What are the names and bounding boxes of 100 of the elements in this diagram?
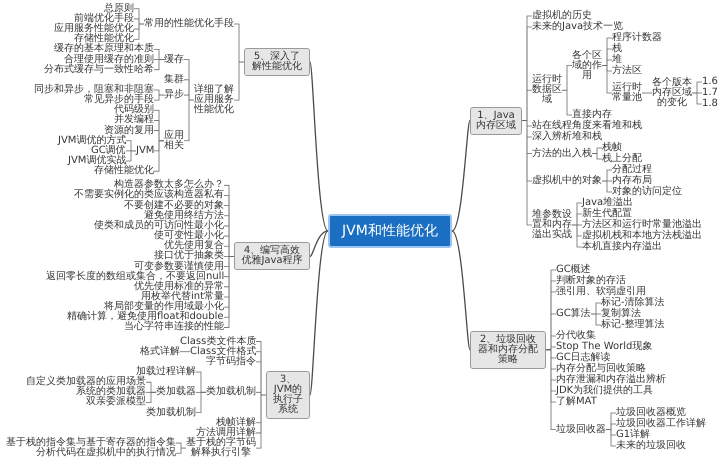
subtopic-label: GC算法 <box>556 309 591 319</box>
subtopic-label: 并发编程 <box>114 115 154 126</box>
subtopic-label: JVM调优的方式 <box>58 136 126 146</box>
subtopic-label: 各个版本内存区域的变化 <box>652 78 692 108</box>
connector-line <box>146 392 156 403</box>
branch-topic-box: 1、Java内存区域 <box>470 106 522 134</box>
branch-topic-box: 2、垃圾回收器和内存分配策略 <box>470 330 546 369</box>
subtopic-label: 虚拟机栈和本地方法栈溢出 <box>582 231 702 241</box>
subtopic-label: 栈上分配 <box>602 154 642 164</box>
subtopic-label: 堆参数设置和内存溢出实战 <box>532 210 572 240</box>
branch-connector <box>309 62 329 232</box>
subtopic-label: 强引用、软弱虚引用 <box>556 287 646 297</box>
subtopic-label: 虚拟机的历史 <box>532 11 592 21</box>
subtopic-label: 用枚举代替int常量 <box>141 292 224 302</box>
subtopic-label: 异步 <box>164 90 184 100</box>
subtopic-label: 方法区 <box>612 66 642 76</box>
subtopic-label: 同步和异步，阻塞和非阻塞 <box>34 84 154 95</box>
connector-line <box>602 65 612 94</box>
subtopic-label: 内存分配与回收策略 <box>556 364 646 374</box>
connector-line <box>126 150 136 162</box>
subtopic-label: JVM <box>136 146 154 156</box>
subtopic-label: 存储性能优化 <box>94 166 154 176</box>
subtopic-label: 常见异步的手段 <box>84 95 154 106</box>
subtopic-label: 栈帧详解 <box>216 418 256 428</box>
connector-line <box>606 429 616 446</box>
subtopic-label: 缓存的基本原理和本质 <box>54 44 154 54</box>
subtopic-label: 优先使用标准的异常 <box>134 282 224 292</box>
subtopic-label: 当心字符串连接的性能 <box>124 322 224 332</box>
connector-line <box>572 224 582 248</box>
subtopic-label: 缓存 <box>164 54 184 65</box>
connector-line <box>196 392 206 414</box>
subtopic-label: 方法调用详解 <box>196 428 256 438</box>
subtopic-label: 1.7 <box>702 88 718 98</box>
subtopic-label: 未来的垃圾回收 <box>616 441 686 451</box>
subtopic-label: 分析代码在虚拟机中的执行情况 <box>36 448 176 458</box>
subtopic-label: 标记-清除算法 <box>601 298 665 308</box>
connector-line <box>602 180 612 192</box>
subtopic-label: 常用的性能优化手段 <box>144 19 234 29</box>
connector-line <box>154 59 164 70</box>
subtopic-label: 合理使用缓存的准则 <box>64 54 154 65</box>
subtopic-label: 避免使用终结方法 <box>144 210 224 221</box>
subtopic-label: 1.6 <box>702 77 718 87</box>
branch-connector <box>452 230 471 350</box>
connector-line <box>546 349 556 430</box>
subtopic-label: G1详解 <box>616 430 650 440</box>
branch-connector <box>310 230 328 257</box>
subtopic-label: 方法的出入栈 <box>532 148 592 158</box>
connector-line <box>590 314 602 326</box>
subtopic-label: Class文件格式 <box>190 346 256 357</box>
subtopic-label: 返回零长度的数组或集合，不要返回null <box>46 272 224 282</box>
connector-line <box>256 394 266 449</box>
subtopic-label: 对象的访问定位 <box>612 187 682 197</box>
subtopic-label: 不要创建不必要的对象 <box>124 200 224 211</box>
subtopic-label: 类加载机制 <box>146 408 196 418</box>
subtopic-label: 堆 <box>612 55 622 65</box>
subtopic-label: 判断对象的存活 <box>556 276 626 286</box>
subtopic-label: GC调优 <box>91 146 126 156</box>
subtopic-label: Stop The World现象 <box>556 342 652 352</box>
subtopic-label: GC概述 <box>556 265 591 275</box>
connector-line <box>154 94 164 101</box>
subtopic-label: GC日志解读 <box>556 353 611 363</box>
connector-line <box>184 100 194 142</box>
subtopic-label: 内存布局 <box>612 176 652 186</box>
subtopic-label: 垃圾回收器概览 <box>616 408 686 418</box>
connector-line <box>134 24 144 40</box>
subtopic-label: 各个区域的作用 <box>572 50 602 80</box>
subtopic-label: 标记-整理算法 <box>601 320 665 330</box>
subtopic-label: 资源的复用 <box>104 126 154 136</box>
subtopic-label: 分配过程 <box>612 165 652 175</box>
subtopic-label: 双亲委派模型 <box>86 397 146 408</box>
subtopic-label: 前端优化手段 <box>74 14 134 24</box>
subtopic-label: 栈 <box>612 44 622 54</box>
connector-line <box>642 92 652 94</box>
connector-line <box>154 140 164 172</box>
subtopic-label: 运行时数据区域 <box>532 75 562 106</box>
subtopic-label: 格式详解 <box>140 346 180 357</box>
subtopic-label: 直接内存 <box>572 110 612 120</box>
subtopic-label: 垃圾回收器 <box>556 424 606 434</box>
subtopic-label: 1.8 <box>702 99 718 109</box>
subtopic-label: 新生代配置 <box>582 209 632 219</box>
subtopic-label: 虚拟机中的对象 <box>532 176 602 186</box>
subtopic-label: 应用相关 <box>164 130 184 151</box>
subtopic-label: 内存泄漏和内存溢出辨析 <box>556 375 666 385</box>
connector-line <box>234 62 244 101</box>
subtopic-label: 可变参数要谨慎使用 <box>134 262 224 272</box>
branch-topic-box: 5、深入了解性能优化 <box>244 48 310 76</box>
connector-line <box>562 90 572 116</box>
subtopic-label: 详细了解应用服务性能优化 <box>194 85 234 116</box>
subtopic-label: JDK为我们提供的工具 <box>556 386 654 396</box>
branch-topic-box: 4、编写高效优雅Java程序 <box>234 242 310 270</box>
subtopic-label: 未来的Java技术一览 <box>532 22 624 32</box>
connector-line <box>592 153 602 160</box>
central-topic-box: JVM和性能优化 <box>328 214 452 248</box>
subtopic-label: 方法区和运行时常量池溢出 <box>582 220 702 230</box>
branch-topic-box: 3、JVM的执行子系统 <box>266 370 310 419</box>
branch-connector <box>452 120 471 232</box>
subtopic-label: 程序计数器 <box>612 33 662 43</box>
connector-line <box>522 120 532 226</box>
subtopic-label: 本机直接内存溢出 <box>582 242 662 252</box>
connector-line <box>176 448 186 454</box>
